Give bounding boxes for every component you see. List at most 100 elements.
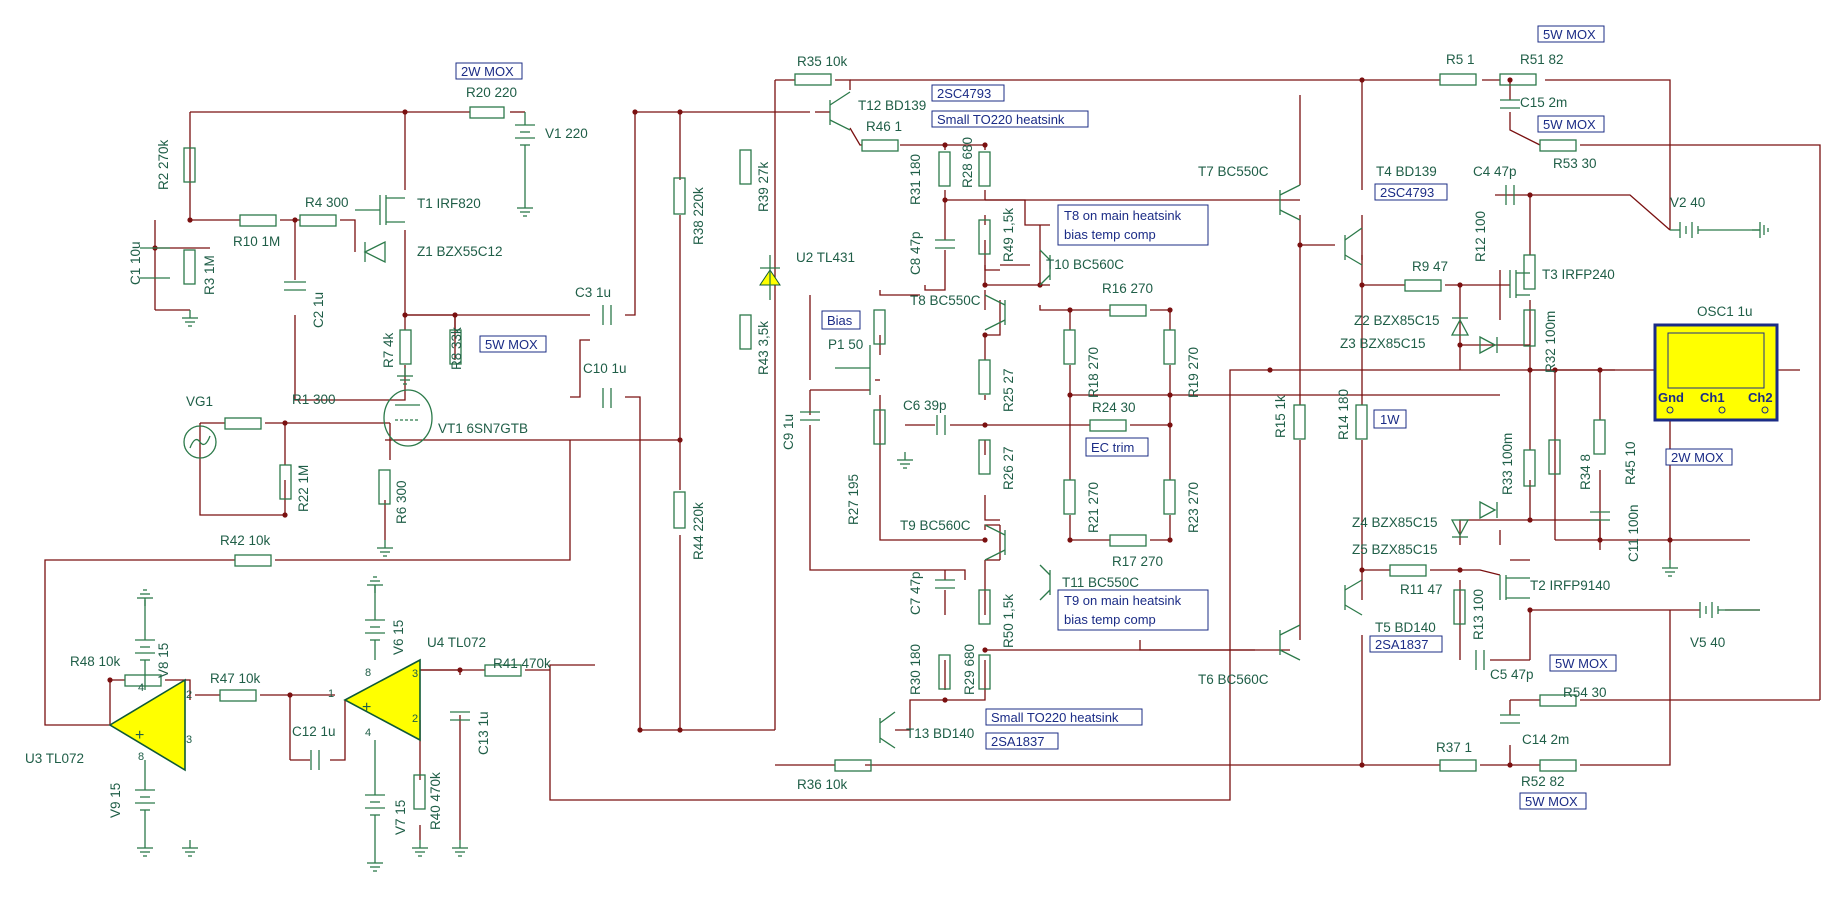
label-osc1: OSC1 1u <box>1697 304 1753 319</box>
label-pin-u3-4: 4 <box>138 682 144 694</box>
label-r11: R11 47 <box>1400 582 1443 597</box>
note-mox-5w-b: 5W MOX <box>1543 117 1596 132</box>
label-r43: R43 3,5k <box>756 321 771 375</box>
note-mox-2w-a: 2W MOX <box>461 64 514 79</box>
label-c9: C9 1u <box>781 414 796 450</box>
note-mox-5w-e: 5W MOX <box>1525 794 1578 809</box>
label-pin-u4-8: 8 <box>365 667 371 679</box>
label-pin-u4-2: 2 <box>412 713 418 725</box>
label-r26: R26 27 <box>1001 446 1016 490</box>
resistors <box>124 73 1606 810</box>
label-r45: R45 10 <box>1623 441 1638 485</box>
label-r37: R37 1 <box>1436 740 1472 755</box>
label-t4: T4 BD139 <box>1376 164 1437 179</box>
note-heatsink-b: Small TO220 heatsink <box>991 710 1119 725</box>
label-t13: T13 BD140 <box>906 726 974 741</box>
batteries <box>135 112 1769 855</box>
label-r35: R35 10k <box>797 54 848 69</box>
label-r32: R32 100m <box>1543 311 1558 373</box>
note-t8-2: bias temp comp <box>1064 227 1156 242</box>
label-z1: Z1 BZX55C12 <box>417 244 503 259</box>
label-u4: U4 TL072 <box>427 635 486 650</box>
label-t10: T10 BC560C <box>1046 257 1124 272</box>
label-vt1: VT1 6SN7GTB <box>438 421 528 436</box>
label-r42: R42 10k <box>220 533 271 548</box>
label-t5: T5 BD140 <box>1375 620 1436 635</box>
label-v6: V6 15 <box>391 620 406 655</box>
label-t3: T3 IRFP240 <box>1542 267 1615 282</box>
label-r19: R19 270 <box>1186 347 1201 398</box>
label-t12: T12 BD139 <box>858 98 926 113</box>
label-pin-u3-3: 3 <box>186 734 192 746</box>
label-r48: R48 10k <box>70 654 121 669</box>
label-v1: V1 220 <box>545 126 588 141</box>
label-v9: V9 15 <box>108 783 123 818</box>
label-r6: R6 300 <box>394 480 409 524</box>
label-r9: R9 47 <box>1412 259 1448 274</box>
label-u3: U3 TL072 <box>25 751 84 766</box>
label-r12: R12 100 <box>1473 211 1488 262</box>
opamps: + + <box>108 658 421 772</box>
label-r8: R8 33k <box>449 327 464 370</box>
label-osc-ch2: Ch2 <box>1748 390 1773 405</box>
label-r1: R1 300 <box>292 392 336 407</box>
label-c11: C11 100n <box>1626 504 1641 562</box>
label-t11: T11 BC550C <box>1062 575 1139 590</box>
label-c10: C10 1u <box>583 361 627 376</box>
label-r28: R28 680 <box>960 137 975 188</box>
label-c6: C6 39p <box>903 398 947 413</box>
label-r5: R5 1 <box>1446 52 1475 67</box>
label-r33: R33 100m <box>1500 433 1515 495</box>
label-r41: R41 470k <box>493 656 551 671</box>
label-r7: R7 4k <box>381 332 396 368</box>
label-c14: C14 2m <box>1522 732 1569 747</box>
label-p1: P1 50 <box>828 337 863 352</box>
label-r54: R54 30 <box>1563 685 1607 700</box>
label-r18: R18 270 <box>1086 347 1101 398</box>
label-r20: R20 220 <box>466 85 517 100</box>
label-t6: T6 BC560C <box>1198 672 1269 687</box>
label-v2: V2 40 <box>1670 195 1705 210</box>
label-c15: C15 2m <box>1520 95 1567 110</box>
label-r34: R34 8 <box>1578 454 1593 490</box>
label-r39: R39 27k <box>756 161 771 212</box>
label-c8: C8 47p <box>908 231 923 275</box>
label-t1: T1 IRF820 <box>417 196 481 211</box>
note-heatsink-a: Small TO220 heatsink <box>937 112 1065 127</box>
note-mox-5w-d: 5W MOX <box>1555 656 1608 671</box>
label-v8: V8 15 <box>156 643 171 678</box>
label-z2: Z2 BZX85C15 <box>1354 313 1440 328</box>
note-2sa1837-b: 2SA1837 <box>991 734 1045 749</box>
note-1w: 1W <box>1380 412 1400 427</box>
note-mox-2w-b: 2W MOX <box>1671 450 1724 465</box>
note-2sc4793-b: 2SC4793 <box>1380 185 1434 200</box>
label-osc-ch1: Ch1 <box>1700 390 1725 405</box>
note-t9-2: bias temp comp <box>1064 612 1156 627</box>
label-r50: R50 1,5k <box>1001 594 1016 648</box>
label-z5: Z5 BZX85C15 <box>1352 542 1438 557</box>
label-pin-u3-8: 8 <box>138 751 144 763</box>
label-pin-u4-4: 4 <box>365 727 371 739</box>
label-r17: R17 270 <box>1112 554 1163 569</box>
label-r2: R2 270k <box>156 139 171 190</box>
wires <box>44 79 1821 840</box>
label-z4: Z4 BZX85C15 <box>1352 515 1438 530</box>
capacitors <box>140 99 1610 770</box>
note-mox-5w-c: 5W MOX <box>485 337 538 352</box>
label-r29: R29 680 <box>962 644 977 695</box>
label-r44: R44 220k <box>691 502 706 560</box>
label-z3: Z3 BZX85C15 <box>1340 336 1426 351</box>
note-labels: 5W MOX 2W MOX 2SC4793 Small TO220 heatsi… <box>461 27 1724 809</box>
label-c7: C7 47p <box>908 571 923 615</box>
label-r10: R10 1M <box>233 234 280 249</box>
label-r22: R22 1M <box>296 465 311 512</box>
note-boxes <box>455 25 1733 810</box>
label-pin-u3-2: 2 <box>186 689 192 701</box>
label-t9: T9 BC560C <box>900 518 971 533</box>
label-r15: R15 1k <box>1273 395 1288 438</box>
label-r30: R30 180 <box>908 644 923 695</box>
label-r21: R21 270 <box>1086 482 1101 533</box>
label-osc-gnd: Gnd <box>1658 390 1684 405</box>
label-t2: T2 IRFP9140 <box>1530 578 1610 593</box>
